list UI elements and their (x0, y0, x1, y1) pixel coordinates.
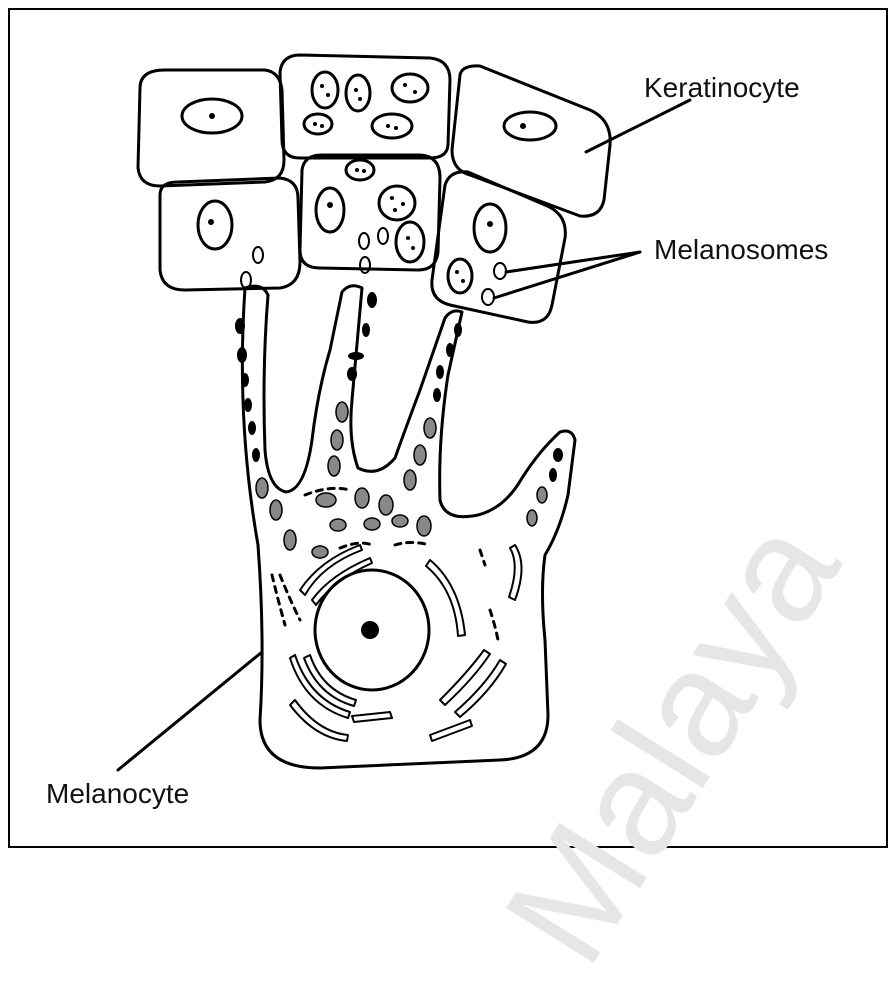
melanocyte-diagram (0, 0, 890, 843)
melanosome-cluster (448, 259, 472, 293)
melanosome-pointer-1 (506, 252, 640, 272)
keratinocyte-label: Keratinocyte (644, 72, 800, 104)
melanosome-cluster (392, 74, 428, 102)
melanosome (359, 233, 369, 249)
melanocyte-outline (242, 286, 575, 768)
keratinocyte-cell (138, 70, 284, 186)
melanosome (378, 228, 388, 244)
keratinocyte-cell (300, 155, 440, 270)
keratinocyte-pointer (586, 100, 690, 152)
nucleus (316, 188, 344, 232)
melanosomes-label: Melanosomes (654, 234, 828, 266)
melanosome-cluster (396, 222, 424, 262)
melanosome (494, 263, 506, 279)
nucleus (504, 112, 556, 140)
melanocyte-pointer (118, 652, 262, 770)
melanosome-pointer-2 (494, 252, 640, 298)
melanosome-cluster (346, 75, 370, 111)
melanosome (241, 272, 251, 288)
nucleus (198, 201, 232, 249)
melanosome-cluster (372, 114, 412, 138)
melanocyte-label: Melanocyte (46, 778, 189, 810)
melanosome (360, 257, 370, 273)
nucleus (474, 204, 506, 252)
melanosome (253, 247, 263, 263)
melanosome-cluster (304, 114, 332, 134)
melanosome-cluster (379, 186, 415, 220)
melanosome-cluster (312, 72, 338, 108)
melanosome-cluster (346, 160, 374, 180)
melanosome (482, 289, 494, 305)
